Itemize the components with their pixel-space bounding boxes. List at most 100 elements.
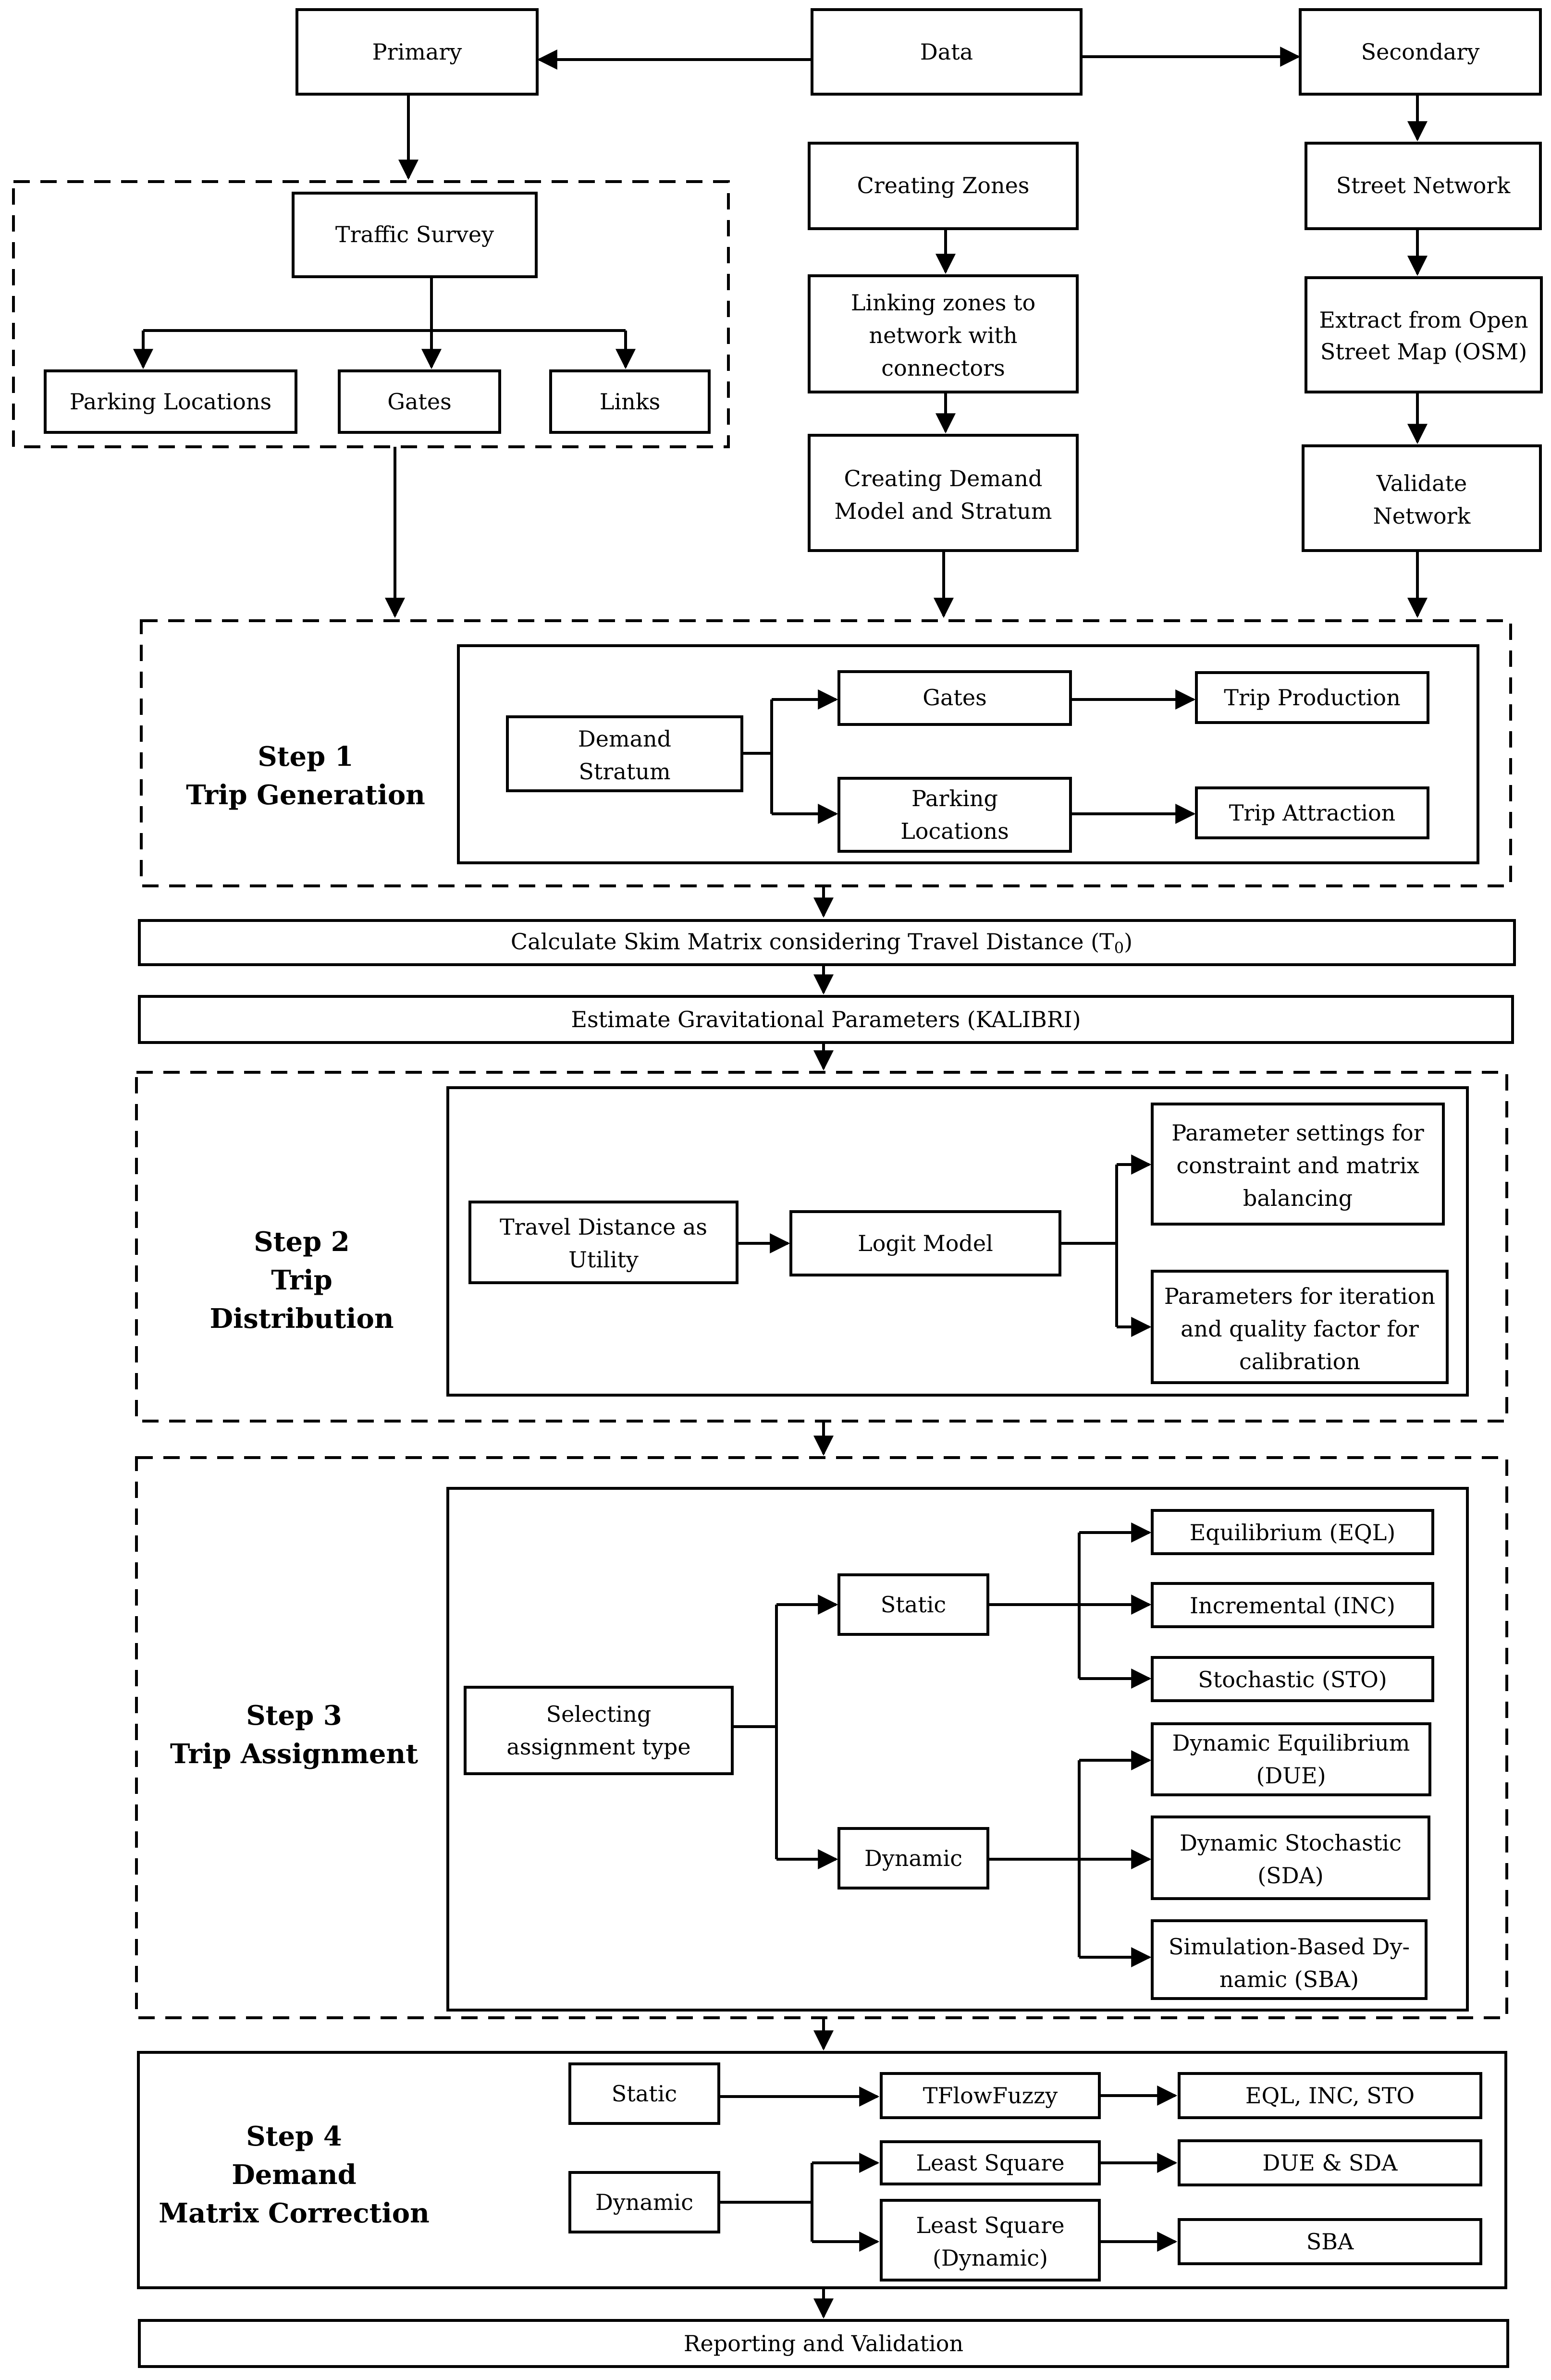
step2-title-1: Step 2	[254, 1226, 350, 1258]
step1-gates-node: Gates	[837, 670, 1072, 726]
least-square-dynamic-node: Least Square (Dynamic)	[880, 2199, 1101, 2282]
creating-zones-node: Creating Zones	[808, 142, 1079, 230]
travel-distance-line-2: Utility	[568, 1247, 639, 1273]
dynamic-stochastic-node: Dynamic Stochastic (SDA)	[1151, 1816, 1430, 1900]
primary-node: Primary	[295, 8, 539, 96]
linking-zones-line-2: network with	[869, 322, 1017, 348]
parameters-iteration-line-3: calibration	[1239, 1349, 1360, 1374]
step4-static-label: Static	[612, 2081, 677, 2107]
primary-survey-group	[12, 180, 730, 448]
data-label: Data	[920, 39, 973, 65]
trip-production-node: Trip Production	[1195, 671, 1429, 724]
secondary-label: Secondary	[1361, 39, 1480, 65]
equilibrium-label: Equilibrium (EQL)	[1190, 1520, 1396, 1546]
parameter-settings-line-3: balancing	[1243, 1185, 1353, 1211]
stochastic-node: Stochastic (STO)	[1151, 1656, 1434, 1702]
selecting-type-line-1: Selecting	[546, 1701, 652, 1727]
step1-parking-node: Parking Locations	[837, 777, 1072, 853]
logit-branch	[1060, 1165, 1118, 1327]
dynamic-equilibrium-line-1: Dynamic Equilibrium	[1172, 1730, 1410, 1756]
step3-static-label: Static	[881, 1592, 946, 1618]
tflowfuzzy-label: TFlowFuzzy	[923, 2083, 1058, 2109]
dynamic-equilibrium-node: Dynamic Equilibrium (DUE)	[1151, 1722, 1431, 1796]
travel-distance-line-1: Travel Distance as	[500, 1214, 707, 1240]
step3-static-node: Static	[837, 1573, 989, 1636]
simulation-based-node: Simulation-Based Dy- namic (SBA)	[1151, 1919, 1428, 2000]
step1-title-1: Step 1	[258, 741, 354, 773]
step3-group	[135, 1456, 1508, 2019]
parking-locations-label: Parking Locations	[70, 389, 271, 415]
logit-model-node: Logit Model	[789, 1210, 1061, 1276]
demand-stratum-node: Demand Stratum	[506, 715, 743, 792]
demand-stratum-branch	[742, 699, 773, 814]
trip-attraction-label: Trip Attraction	[1229, 800, 1396, 826]
step4-title-1: Step 4	[246, 2121, 342, 2152]
skim-matrix-node: Calculate Skim Matrix considering Travel…	[138, 919, 1516, 966]
creating-demand-node: Creating Demand Model and Stratum	[808, 434, 1079, 552]
trip-production-label: Trip Production	[1224, 685, 1400, 711]
skim-matrix-label: Calculate Skim Matrix considering Travel…	[511, 929, 1132, 957]
step3-dynamic-label: Dynamic	[864, 1845, 962, 1871]
selecting-branch	[732, 1605, 778, 1859]
selecting-type-node: Selecting assignment type	[464, 1686, 734, 1775]
step2-title-3: Distribution	[209, 1303, 394, 1335]
parameter-settings-line-1: Parameter settings for	[1171, 1120, 1424, 1146]
extract-osm-node: Extract from Open Street Map (OSM)	[1305, 276, 1543, 393]
linking-zones-line-3: connectors	[881, 355, 1005, 381]
tflowfuzzy-node: TFlowFuzzy	[880, 2072, 1101, 2119]
links-node: Links	[549, 369, 711, 434]
step1-parking-line-1: Parking	[911, 785, 998, 811]
parking-locations-node: Parking Locations	[44, 369, 297, 434]
parameters-iteration-node: Parameters for iteration and quality fac…	[1151, 1270, 1449, 1384]
step1-parking-line-2: Locations	[900, 818, 1009, 844]
reporting-label: Reporting and Validation	[684, 2331, 963, 2356]
step4-dynamic-branch	[719, 2163, 813, 2242]
least-square-dynamic-line-2: (Dynamic)	[933, 2245, 1048, 2271]
stochastic-label: Stochastic (STO)	[1198, 1667, 1387, 1693]
validate-network-node: Validate Network	[1302, 444, 1542, 552]
parameters-iteration-line-2: and quality factor for	[1181, 1316, 1419, 1342]
secondary-node: Secondary	[1299, 8, 1542, 96]
step3-dynamic-node: Dynamic	[837, 1827, 989, 1889]
dynamic-equilibrium-line-2: (DUE)	[1256, 1763, 1326, 1789]
equilibrium-node: Equilibrium (EQL)	[1151, 1509, 1434, 1555]
dynamic-stochastic-line-1: Dynamic Stochastic	[1180, 1830, 1402, 1856]
survey-branch-line	[143, 277, 626, 332]
parameter-settings-node: Parameter settings for constraint and ma…	[1151, 1103, 1445, 1226]
creating-demand-line-2: Model and Stratum	[834, 498, 1052, 524]
linking-zones-line-1: Linking zones to	[851, 290, 1035, 316]
reporting-node: Reporting and Validation	[138, 2319, 1509, 2368]
eql-inc-sto-node: EQL, INC, STO	[1178, 2072, 1482, 2119]
primary-label: Primary	[372, 39, 462, 65]
street-network-node: Street Network	[1305, 142, 1542, 230]
least-square-dynamic-line-1: Least Square	[916, 2212, 1064, 2238]
incremental-node: Incremental (INC)	[1151, 1582, 1434, 1628]
step4-static-node: Static	[568, 2062, 720, 2125]
sba-node: SBA	[1178, 2218, 1482, 2265]
step4-title-2: Demand	[232, 2159, 357, 2191]
dynamic-stochastic-line-2: (SDA)	[1257, 1863, 1324, 1889]
incremental-label: Incremental (INC)	[1190, 1593, 1395, 1619]
demand-stratum-line-1: Demand	[578, 726, 671, 752]
eql-inc-sto-label: EQL, INC, STO	[1245, 2083, 1415, 2109]
validate-network-line-1: Validate	[1376, 470, 1467, 496]
extract-osm-line-2: Street Map (OSM)	[1320, 339, 1527, 365]
trip-attraction-node: Trip Attraction	[1195, 786, 1429, 839]
gates-node: Gates	[338, 369, 501, 434]
sba-label: SBA	[1306, 2229, 1354, 2255]
due-sda-node: DUE & SDA	[1178, 2139, 1482, 2186]
parameters-iteration-line-1: Parameters for iteration	[1164, 1283, 1435, 1309]
step1-title-2: Trip Generation	[186, 779, 425, 811]
creating-demand-line-1: Creating Demand	[844, 466, 1043, 491]
data-node: Data	[811, 8, 1083, 96]
step2-group	[135, 1071, 1508, 1423]
traffic-survey-label: Traffic Survey	[335, 221, 494, 247]
gravitational-label: Estimate Gravitational Parameters (KALIB…	[571, 1006, 1081, 1032]
simulation-based-line-2: namic (SBA)	[1219, 1966, 1359, 1992]
links-label: Links	[600, 389, 660, 415]
validate-network-line-2: Network	[1373, 503, 1471, 529]
step3-title-1: Step 3	[246, 1700, 342, 1731]
street-network-label: Street Network	[1336, 172, 1511, 198]
step1-group	[140, 619, 1512, 887]
simulation-based-line-1: Simulation-Based Dy-	[1169, 1934, 1410, 1960]
